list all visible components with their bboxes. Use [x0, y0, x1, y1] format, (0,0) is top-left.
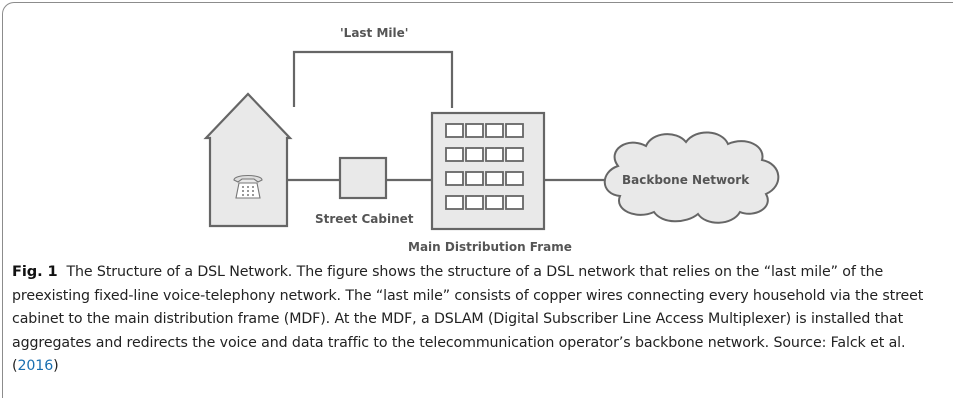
mdf-port	[485, 171, 504, 186]
mdf-port	[505, 123, 524, 138]
mdf-port	[505, 147, 524, 162]
last-mile-label: 'Last Mile'	[340, 26, 409, 40]
street-cabinet	[338, 156, 388, 200]
mdf-port	[465, 171, 484, 186]
caption-closing: )	[53, 358, 59, 375]
mdf-port	[445, 147, 464, 162]
figure-caption: Fig. 1 The Structure of a DSL Network. T…	[12, 260, 946, 379]
mdf-port	[445, 171, 464, 186]
mdf-port	[505, 195, 524, 210]
mdf-port	[445, 195, 464, 210]
figure-label: Fig. 1	[12, 263, 58, 280]
mdf-port	[485, 147, 504, 162]
mdf-port	[465, 123, 484, 138]
mdf-port	[485, 123, 504, 138]
mdf-port	[465, 195, 484, 210]
mdf-port	[485, 195, 504, 210]
house	[203, 92, 293, 228]
street-cabinet-label: Street Cabinet	[315, 212, 414, 226]
telephone-icon	[233, 174, 263, 199]
figure-frame	[2, 2, 953, 398]
mdf-port	[505, 171, 524, 186]
mdf-port	[445, 123, 464, 138]
mdf-port	[465, 147, 484, 162]
backbone-cloud	[603, 131, 780, 224]
main-distribution-frame-label: Main Distribution Frame	[408, 240, 572, 254]
mdf-port-grid	[445, 123, 524, 210]
backbone-network-label: Backbone Network	[622, 173, 750, 187]
last-mile-wire	[292, 50, 454, 108]
caption-text: The Structure of a DSL Network. The figu…	[12, 264, 924, 375]
reference-link[interactable]: 2016	[17, 358, 54, 375]
